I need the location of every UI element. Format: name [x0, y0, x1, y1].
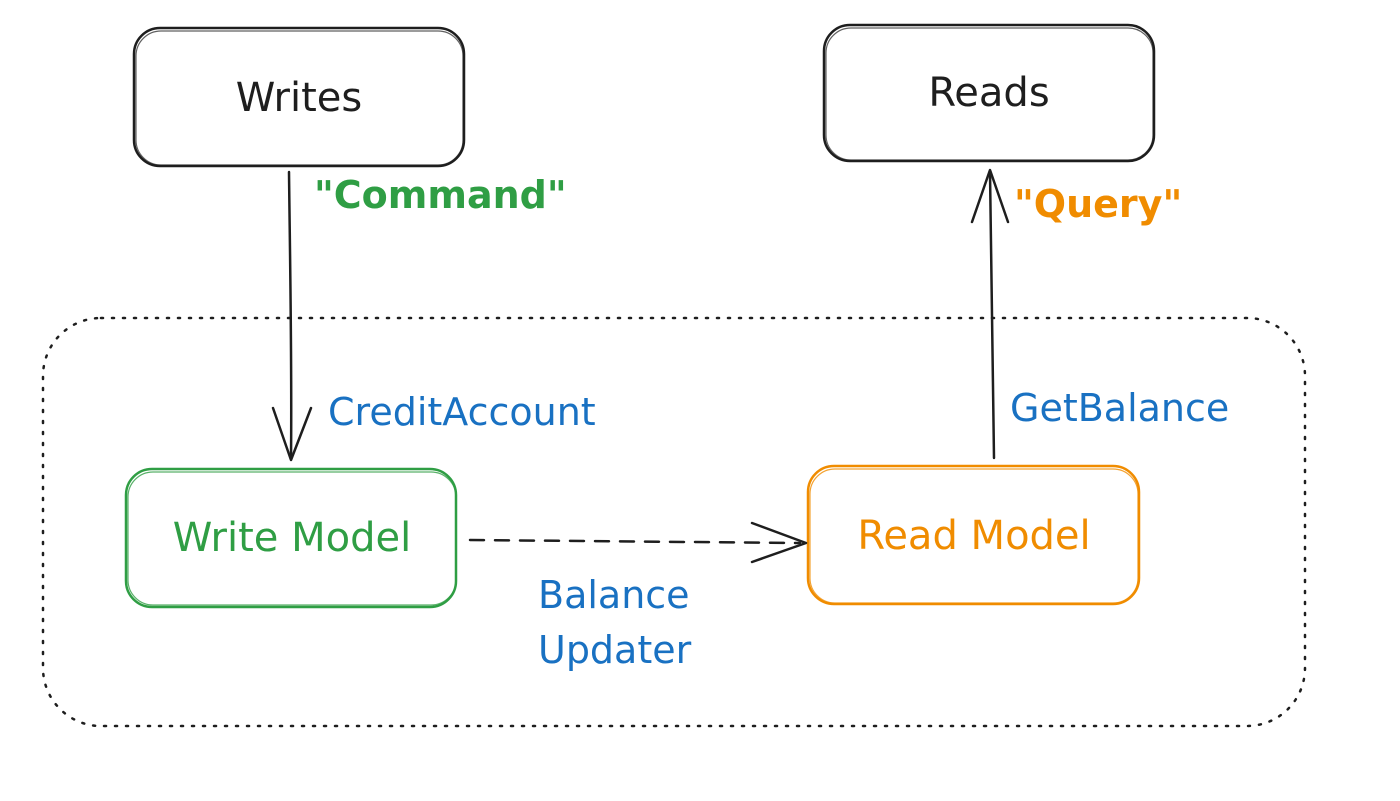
read-model-node: Read Model: [806, 464, 1141, 606]
command-label: "Command": [314, 173, 567, 217]
query-label: "Query": [1014, 182, 1182, 226]
balance-updater-arrow: [468, 521, 808, 564]
write-model-label: Write Model: [173, 515, 411, 561]
write-model-node: Write Model: [124, 467, 458, 609]
credit-account-label: CreditAccount: [328, 390, 596, 434]
read-model-label: Read Model: [857, 513, 1090, 559]
balance-updater-label-line2: Updater: [538, 628, 692, 672]
writes-label: Writes: [236, 75, 362, 121]
reads-node: Reads: [822, 23, 1156, 163]
command-arrow: [271, 170, 313, 462]
writes-node: Writes: [132, 26, 466, 168]
balance-updater-label-line1: Balance: [538, 573, 690, 617]
reads-label: Reads: [928, 70, 1049, 116]
query-arrow: [970, 168, 1010, 460]
model-boundary: [41, 316, 1307, 728]
get-balance-label: GetBalance: [1010, 386, 1229, 430]
